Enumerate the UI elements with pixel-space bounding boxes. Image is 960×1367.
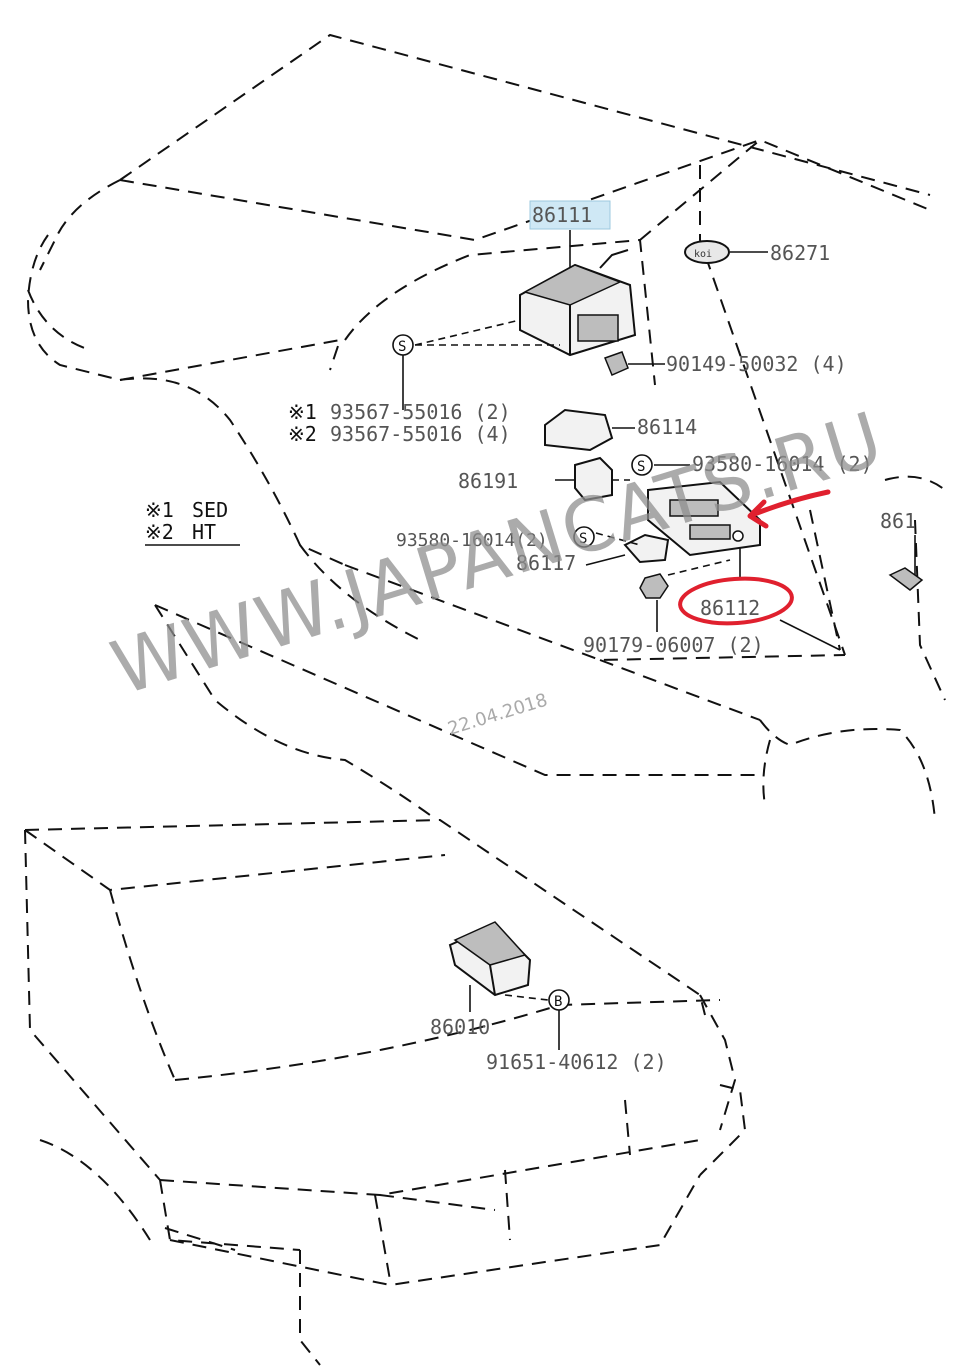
b-marker: B [548,989,570,1011]
legend-text-2: HT [192,520,216,544]
callout-90179[interactable]: 90179-06007 (2) [583,633,764,657]
red-circle-86112 [678,576,794,626]
red-arrowhead [747,499,769,529]
s-marker-1: S [392,334,414,356]
legend-mark-2: ※2 [145,520,174,544]
callout-93580-left[interactable]: 93580-16014(2) [396,530,548,551]
svg-text:B: B [554,994,562,1010]
callout-86111[interactable]: 86111 [532,203,592,227]
part-86117-bracket [623,533,670,564]
callout-86112[interactable]: 86112 [700,596,760,620]
upper-car-outline [26,33,946,821]
callout-93567-a[interactable]: 93567-55016 (2) [330,400,511,424]
red-arrow [749,489,831,518]
callout-861-cut[interactable]: 861 [880,509,916,533]
svg-text:S: S [579,531,587,547]
leader-lines [402,230,916,1050]
s-marker-2: S [631,454,653,476]
note-mark-2: ※2 [288,422,317,446]
callout-86271[interactable]: 86271 [770,241,830,265]
callout-90149[interactable]: 90149-50032 (4) [666,352,847,376]
note-mark-1: ※1 [288,400,317,424]
part-86114-bracket [544,408,614,452]
part-86191-block [574,456,613,502]
watermark: WWW.JAPANCATS.RU 22.04.2018 [102,396,894,740]
part-90149-screw [604,351,629,376]
part-86112-panel [647,480,761,557]
part-86010-unit [448,921,532,997]
legend-text-1: SED [192,498,228,522]
highlight-86111 [529,200,611,230]
callout-86117[interactable]: 86117 [516,551,576,575]
callout-93580-right[interactable]: 93580-16014 (2) [692,452,873,476]
callout-93567-b[interactable]: 93567-55016 (4) [330,422,511,446]
part-86271-pad: koi [684,240,730,264]
part-90179-nut [639,573,669,599]
legend: ※1 SED ※2 HT [145,498,240,546]
red-annotations [678,489,831,626]
callout-86010[interactable]: 86010 [430,1015,490,1039]
callout-86191[interactable]: 86191 [458,469,518,493]
legend-mark-1: ※1 [145,498,174,522]
callout-91651[interactable]: 91651-40612 (2) [486,1050,667,1074]
svg-text:S: S [637,459,645,475]
svg-text:koi: koi [694,249,712,260]
part-86111-unit [519,249,637,357]
svg-text:S: S [398,339,406,355]
s-marker-3: S [573,526,595,548]
lower-car-outline [24,604,760,1366]
callout-86114[interactable]: 86114 [637,415,697,439]
watermark-date: 22.04.2018 [445,690,550,740]
part-clip-right [888,567,924,591]
